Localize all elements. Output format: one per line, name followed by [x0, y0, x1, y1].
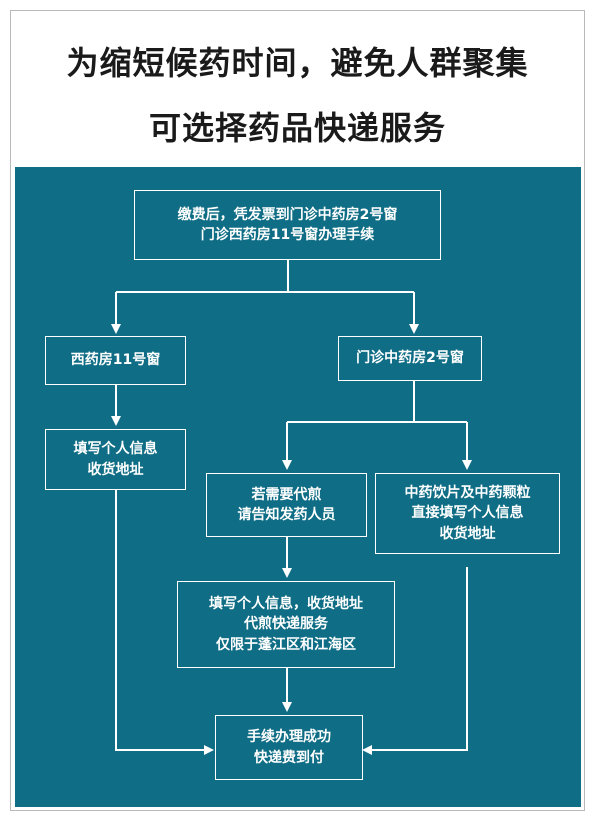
- box-done: 手续办理成功 快递费到付: [215, 715, 363, 780]
- box-direct-fill: 中药饮片及中药颗粒 直接填写个人信息 收货地址: [375, 473, 560, 554]
- box-decoction-fill-line-3: 仅限于蓬江区和江海区: [216, 636, 356, 653]
- title-line-2: 可选择药品快递服务: [148, 109, 446, 147]
- box-done-line-2: 快递费到付: [254, 749, 324, 766]
- title-line-1: 为缩短候药时间，避免人群聚集: [66, 44, 529, 82]
- connector-west-fill-to-done: [115, 490, 214, 755]
- box-west-pharmacy-line-1: 西药房11号窗: [70, 352, 161, 369]
- box-decoction-fill-line-1: 填写个人信息，收货地址: [209, 596, 363, 613]
- box-decoction-request-line-1: 若需要代煎: [251, 486, 322, 503]
- box-start: 缴费后，凭发票到门诊中药房2号窗 门诊西药房11号窗办理手续: [134, 190, 441, 260]
- box-decoction-fill-line-2: 代煎快递服务: [244, 616, 328, 633]
- box-west-pharmacy: 西药房11号窗: [45, 336, 186, 385]
- box-start-line-2: 门诊西药房11号窗办理手续: [200, 227, 375, 243]
- box-decoction-request: 若需要代煎 请告知发药人员: [206, 473, 367, 537]
- box-decoction-fill: 填写个人信息，收货地址 代煎快递服务 仅限于蓬江区和江海区: [177, 581, 395, 668]
- box-west-fill-info-line-1: 填写个人信息: [73, 441, 158, 458]
- box-tcm-pharmacy: 门诊中药房2号窗: [338, 336, 482, 381]
- flowchart-panel: [15, 167, 581, 807]
- box-decoction-request-line-2: 请告知发药人员: [237, 507, 336, 523]
- box-direct-fill-line-3: 收货地址: [439, 525, 496, 542]
- box-west-fill-info-line-2: 收货地址: [87, 461, 144, 478]
- box-done-line-1: 手续办理成功: [247, 729, 331, 746]
- box-tcm-pharmacy-line-1: 门诊中药房2号窗: [356, 350, 464, 367]
- connector-direct-to-done: [362, 567, 468, 755]
- box-direct-fill-line-1: 中药饮片及中药颗粒: [404, 485, 531, 502]
- box-west-fill-info: 填写个人信息 收货地址: [45, 429, 186, 490]
- box-direct-fill-line-2: 直接填写个人信息: [411, 505, 524, 522]
- box-start-line-1: 缴费后，凭发票到门诊中药房2号窗: [177, 206, 398, 223]
